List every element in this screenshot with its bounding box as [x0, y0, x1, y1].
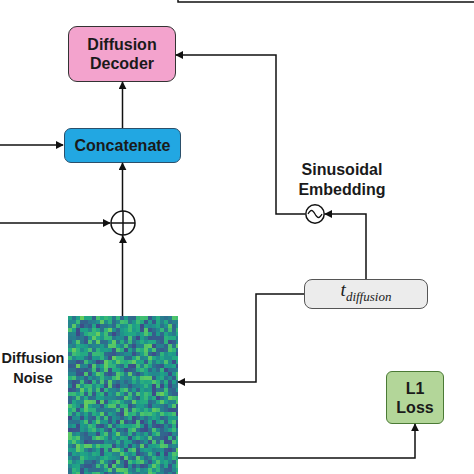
edge-group — [123, 55, 416, 458]
sine-symbol — [305, 204, 325, 224]
node-label: Sinusoidal Embedding — [288, 160, 396, 200]
add-symbol — [111, 211, 135, 243]
noise-image: Diffusion Noise — [68, 316, 178, 474]
output-wire — [178, 0, 474, 2]
node-label: L1 Loss — [387, 379, 443, 417]
input-wire — [0, 222, 110, 224]
loss-box: L1 Loss — [386, 371, 444, 424]
node-label: Concatenate — [74, 136, 170, 155]
node-label: Diffusion Decoder — [69, 35, 175, 73]
arrow-connector — [122, 82, 124, 128]
decoder-box: Diffusion Decoder — [68, 26, 176, 82]
timestep-symbol: t — [341, 280, 346, 299]
embedding-symbol: Sinusoidal Embedding — [305, 204, 325, 224]
arrow-connector — [325, 214, 366, 279]
arrow-connector — [176, 55, 305, 214]
timestep-subscript: diffusion — [346, 287, 392, 306]
arrow-connector — [178, 424, 415, 458]
arrow-connector — [178, 294, 304, 382]
noise-pattern — [68, 316, 178, 474]
node-label: Diffusion Noise — [0, 348, 66, 388]
concat-box: Concatenate — [64, 128, 181, 163]
timestep-box: tdiffusion — [304, 279, 428, 309]
arrow-connector — [122, 163, 124, 316]
input-wire — [0, 144, 63, 146]
